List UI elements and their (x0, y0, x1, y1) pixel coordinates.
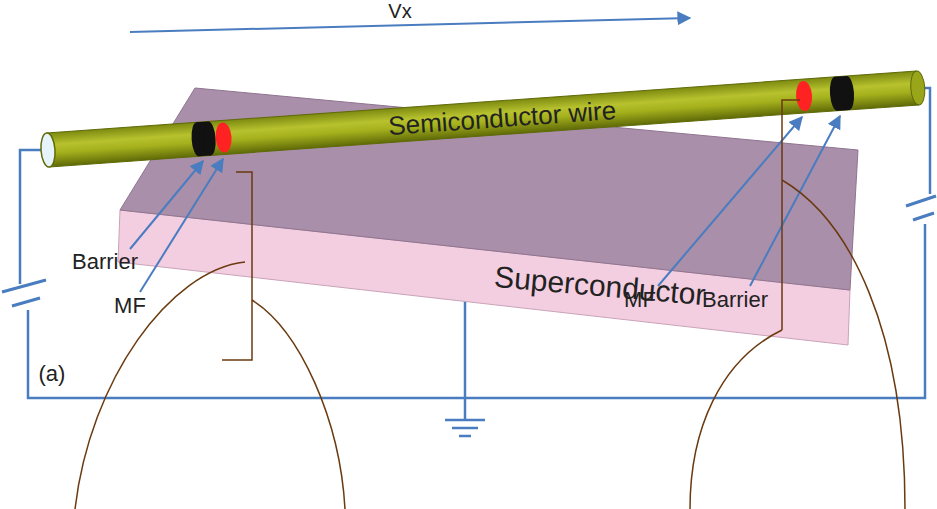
part-label: Barrier (72, 250, 138, 274)
leader-line (130, 116, 840, 292)
part-label: MF (624, 288, 656, 312)
part-label: MF (114, 294, 146, 318)
ground-symbol (445, 420, 485, 436)
part-label: Barrier (702, 288, 768, 312)
voltage-label: Vx (388, 0, 411, 22)
slab-top-face (120, 88, 858, 290)
semiconductor-wire (40, 71, 926, 168)
zoom-outline (75, 100, 905, 509)
panel-label: (a) (39, 362, 66, 386)
